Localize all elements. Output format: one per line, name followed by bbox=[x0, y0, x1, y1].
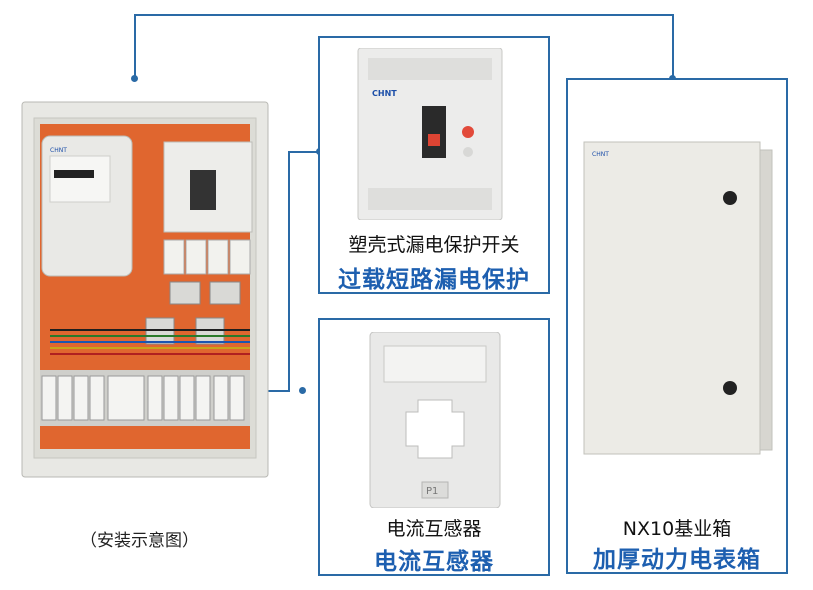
box-brand: CHNT bbox=[592, 151, 609, 158]
connector-dot bbox=[131, 75, 138, 82]
connector-mid-vertical bbox=[288, 151, 290, 391]
connector-mid-upper bbox=[288, 151, 320, 153]
installation-caption: （安装示意图） bbox=[80, 531, 199, 551]
connector-left-vertical bbox=[134, 14, 136, 78]
breaker-brand: CHNT bbox=[372, 89, 397, 98]
box-feature: 加厚动力电表箱 bbox=[593, 547, 761, 573]
installation-illustration: CHNT bbox=[21, 101, 269, 478]
breaker-feature: 过载短路漏电保护 bbox=[338, 267, 530, 293]
ct-label: P1 bbox=[426, 486, 438, 497]
breaker-image: CHNT bbox=[357, 48, 503, 220]
meter-brand: CHNT bbox=[50, 147, 67, 154]
connector-top bbox=[134, 14, 674, 16]
ct-feature: 电流互感器 bbox=[374, 549, 494, 575]
connector-mid-lower bbox=[264, 390, 290, 392]
breaker-name: 塑壳式漏电保护开关 bbox=[348, 234, 520, 256]
connector-right-vertical bbox=[672, 14, 674, 78]
ct-image: P1 bbox=[369, 332, 501, 508]
breaker-panel: CHNT 塑壳式漏电保护开关 过载短路漏电保护 bbox=[318, 36, 550, 294]
ct-name: 电流互感器 bbox=[386, 518, 482, 540]
box-image: CHNT bbox=[583, 141, 773, 455]
box-name: NX10基业箱 bbox=[622, 518, 732, 540]
connector-dot bbox=[299, 387, 306, 394]
ct-panel: P1 电流互感器 电流互感器 bbox=[318, 318, 550, 576]
box-panel: CHNT NX10基业箱 加厚动力电表箱 bbox=[566, 78, 788, 574]
